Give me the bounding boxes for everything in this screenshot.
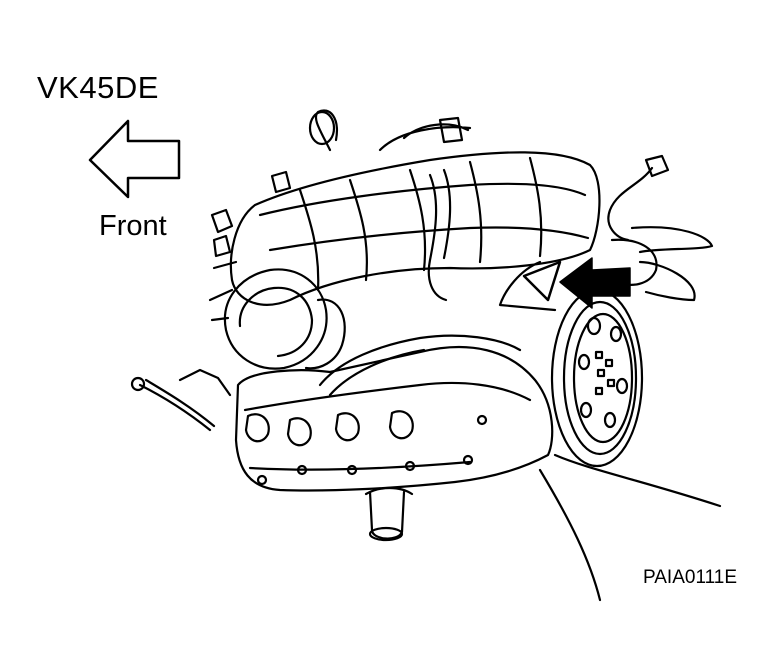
hose-clamp <box>438 116 464 144</box>
exhaust-ports <box>244 410 414 447</box>
front-direction-label: Front <box>99 210 167 242</box>
wire-harness <box>607 166 654 242</box>
upper-fitting <box>270 170 292 194</box>
engine-stand <box>538 226 722 602</box>
bracket-line <box>498 260 557 312</box>
cylinder-block <box>234 345 554 492</box>
oil-dipstick <box>138 378 216 432</box>
intake-plenum <box>229 151 601 306</box>
block-upper-edge <box>243 381 532 412</box>
block-lower-edge <box>248 460 472 471</box>
engine-model-title: VK45DE <box>37 70 159 105</box>
front-arrow-icon <box>88 119 181 199</box>
solid-pointer-arrow-icon <box>559 257 631 309</box>
dipstick-handle <box>130 376 146 392</box>
air-duct <box>318 334 522 397</box>
head-bolts <box>256 414 488 486</box>
plenum-ridge <box>258 182 587 217</box>
fuel-tube <box>427 168 452 302</box>
target-location-triangle <box>522 260 562 302</box>
intake-runners <box>298 156 543 292</box>
harness-connector <box>644 154 670 178</box>
plenum-ridge-lower <box>268 226 590 252</box>
throttle-chamber <box>208 260 346 370</box>
front-cover-edge <box>178 368 232 397</box>
water-outlet-end <box>368 526 404 542</box>
upper-hose <box>378 123 472 152</box>
left-fittings <box>210 208 234 258</box>
figure-code: PAIA0111E <box>643 567 738 588</box>
sensor-cap <box>308 110 336 146</box>
drive-plate <box>550 288 644 468</box>
stand-bracket <box>610 238 658 286</box>
